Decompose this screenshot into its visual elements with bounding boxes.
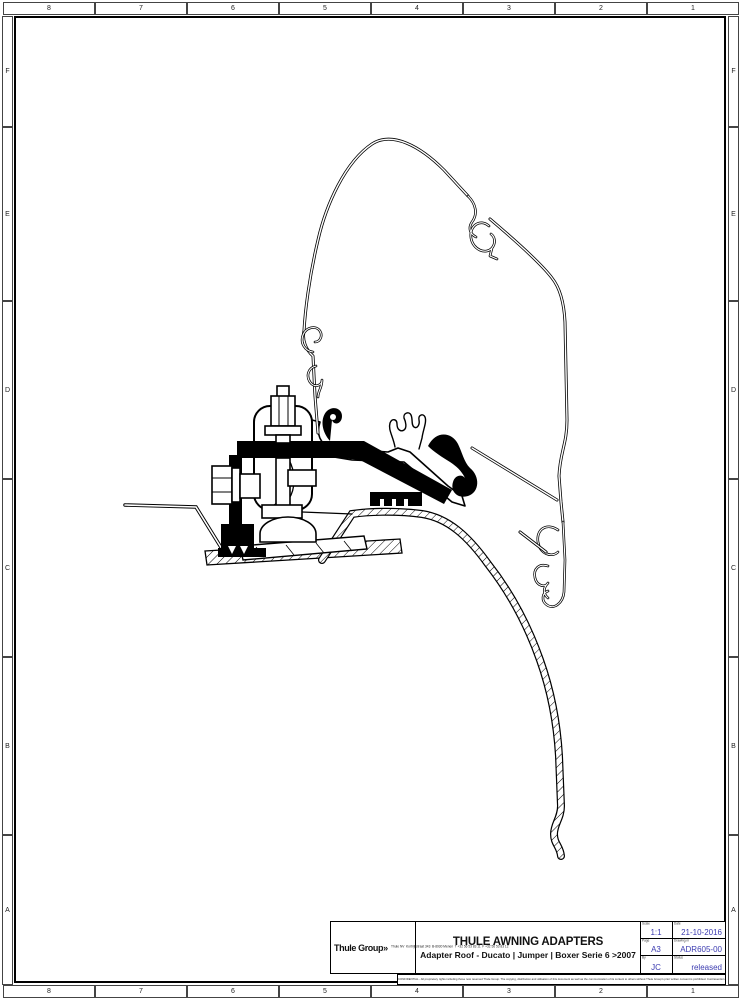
grid-column-label: 6	[187, 2, 279, 15]
confidential-strip: CONFIDENTIAL - All proprietary rights in…	[397, 974, 726, 985]
grid-row-label: C	[2, 479, 13, 657]
profile-skirt-lines	[470, 446, 559, 554]
profile-hook-lower	[533, 520, 567, 608]
grid-column-label: 2	[555, 985, 647, 998]
field-drawing-nr: Drawing nr ADR605-00	[673, 939, 725, 956]
roof-panel-left	[123, 503, 224, 551]
grid-column-label: 7	[95, 985, 187, 998]
grid-column-label: 3	[463, 2, 555, 15]
grid-column-label: 1	[647, 2, 739, 15]
confidential-text: CONFIDENTIAL - All proprietary rights in…	[398, 978, 726, 981]
grid-strip-right: F E D C B A	[728, 16, 739, 985]
profile-hook-upper	[466, 194, 499, 261]
grid-row-label: B	[2, 657, 13, 835]
field-status: Status released	[673, 956, 725, 973]
field-by-value: JC	[651, 963, 661, 972]
grid-column-label: 5	[279, 985, 371, 998]
title-block: Thule Group» Thule NV Kortrijkstraat 343…	[330, 921, 726, 974]
field-page-label: Page	[642, 939, 650, 943]
field-drawing-nr-label: Drawing nr	[674, 939, 690, 943]
grid-row-label: A	[2, 835, 13, 985]
title-block-logo-cell: Thule Group» Thule NV Kortrijkstraat 343…	[331, 922, 509, 973]
grid-column-label: 4	[371, 985, 463, 998]
field-date-label: Date	[674, 922, 681, 926]
grid-column-label: 8	[3, 985, 95, 998]
field-scale-value: 1:1	[650, 928, 662, 937]
awning-case-profile	[300, 137, 569, 608]
field-scale-label: Scale	[642, 922, 650, 926]
thule-group-logo: Thule Group»	[334, 942, 388, 953]
title-block-title-cell: THULE AWNING ADAPTERS Adapter Roof - Duc…	[416, 922, 641, 973]
field-by-label: By	[642, 956, 646, 960]
drawing-title: THULE AWNING ADAPTERS	[452, 935, 604, 948]
field-scale: Scale 1:1	[641, 922, 673, 939]
grid-column-label: 2	[555, 2, 647, 15]
grid-row-label: B	[728, 657, 739, 835]
grid-row-label: A	[728, 835, 739, 985]
grid-column-label: 4	[371, 2, 463, 15]
field-status-label: Status	[674, 956, 683, 960]
grid-row-label: C	[728, 479, 739, 657]
roof-panel-curved	[301, 507, 566, 860]
field-date: Date 21-10-2016	[673, 922, 725, 939]
side-clamp-bolt	[211, 465, 261, 505]
profile-hook-left	[300, 326, 324, 399]
field-drawing-nr-value: ADR605-00	[680, 945, 722, 954]
grid-column-label: 6	[187, 985, 279, 998]
grid-column-label: 7	[95, 2, 187, 15]
grid-row-label: D	[2, 301, 13, 479]
grid-row-label: F	[2, 16, 13, 127]
company-address: Thule NV Kortrijkstraat 343 B-8930 Menen…	[390, 945, 509, 949]
field-by: By JC	[641, 956, 673, 973]
title-block-meta: Scale 1:1 Date 21-10-2016 Page A3 Drawin…	[641, 922, 725, 973]
grid-strip-bottom: 8 7 6 5 4 3 2 1	[3, 985, 739, 998]
mounting-bolt	[259, 385, 317, 543]
grid-column-label: 5	[279, 2, 371, 15]
grid-column-label: 1	[647, 985, 739, 998]
field-page: Page A3	[641, 939, 673, 956]
drawing-subtitle: Adapter Roof - Ducato | Jumper | Boxer S…	[420, 949, 636, 960]
grid-strip-left: F E D C B A	[2, 16, 13, 985]
field-page-value: A3	[651, 945, 661, 954]
grid-column-label: 8	[3, 2, 95, 15]
grid-strip-top: 8 7 6 5 4 3 2 1	[3, 2, 739, 15]
grid-column-label: 3	[463, 985, 555, 998]
field-status-value: released	[691, 963, 722, 972]
grid-row-label: D	[728, 301, 739, 479]
grid-row-label: E	[2, 127, 13, 301]
field-date-value: 21-10-2016	[681, 928, 722, 937]
grid-row-label: E	[728, 127, 739, 301]
grid-row-label: F	[728, 16, 739, 127]
